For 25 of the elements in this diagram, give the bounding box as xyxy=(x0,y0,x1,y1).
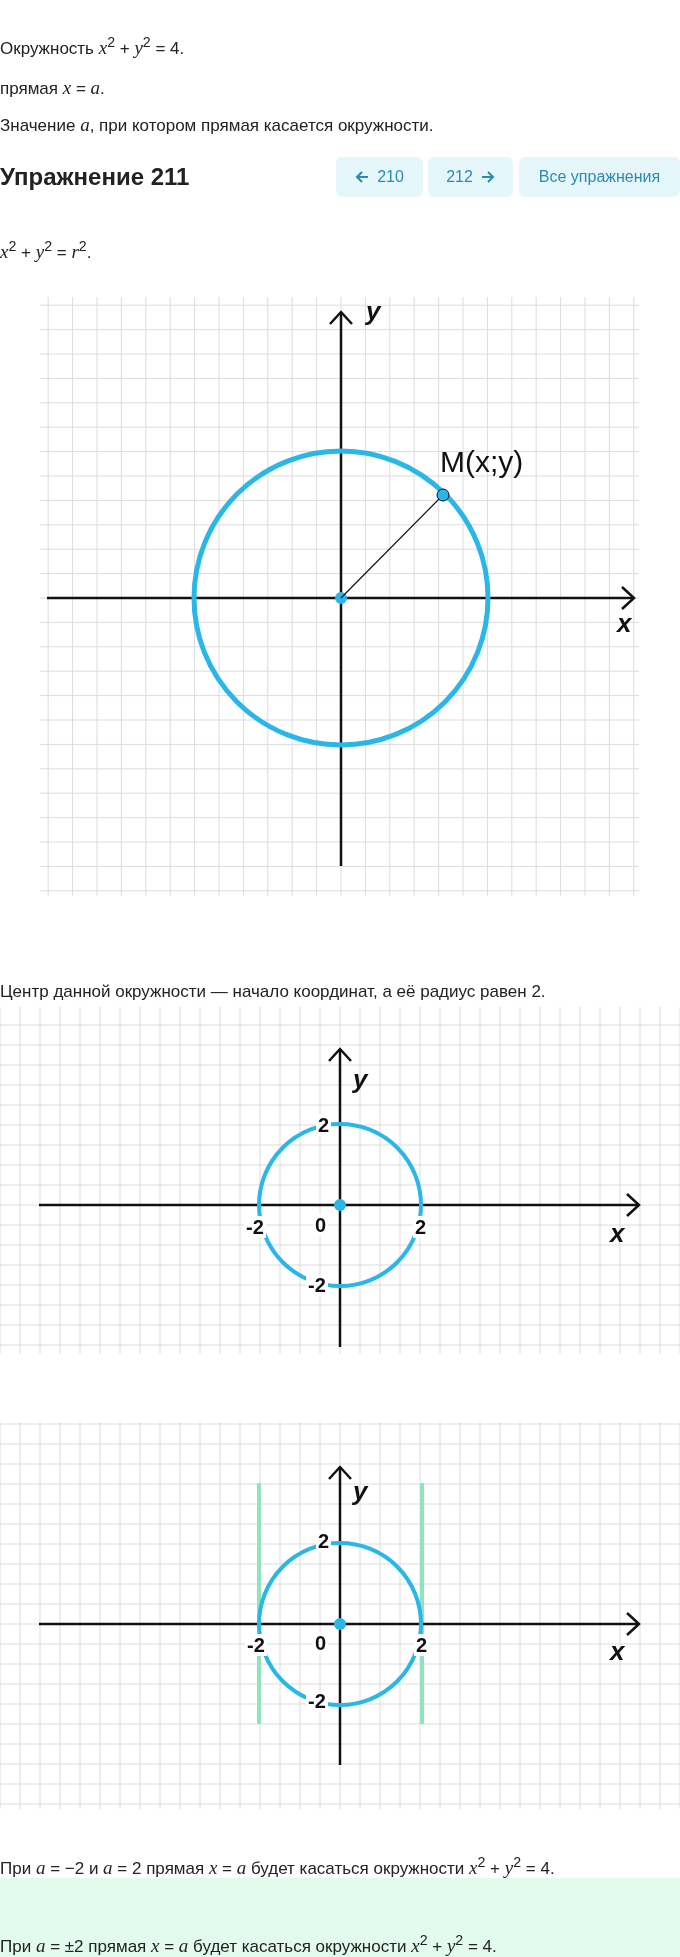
tick-label: 2 xyxy=(316,1530,332,1552)
tick-label: -2 xyxy=(245,1634,267,1656)
tick-label: 2 xyxy=(413,1216,429,1238)
axis-label: x xyxy=(610,1222,625,1244)
tick-label: 2 xyxy=(316,1114,332,1136)
formula-text: x$^{2}$ + y$^{2}$ = r$^{2}$. xyxy=(0,237,92,263)
axis-label: x xyxy=(610,1640,625,1662)
question-text: Значение a, при котором прямая касается окружности. xyxy=(0,115,434,136)
answer-text: При a = −2 и a = 2 прямая x = a будет касаться окружности x$^{2}$ + y$^{2}$ = 4. xyxy=(0,1853,555,1879)
next-button: 212 xyxy=(428,157,513,197)
tick-label: 0 xyxy=(313,1632,329,1654)
tick-label: 0 xyxy=(313,1214,329,1236)
solution-text: Центр данной окружности — начало координат, а её радиус равен 2. xyxy=(0,982,546,1002)
tick-label: -2 xyxy=(244,1216,266,1238)
exercise-heading: Упражнение 211 xyxy=(0,163,190,191)
tick-label: -2 xyxy=(306,1274,328,1296)
tick-label: -2 xyxy=(306,1690,328,1712)
axis-label: x xyxy=(617,612,632,634)
statement-text: прямая x = a. xyxy=(0,78,105,99)
tick-label: 2 xyxy=(414,1634,430,1656)
previous-button: 210 xyxy=(336,157,423,197)
statement-text: Окружность x$^{2}$ + y$^{2}$ = 4. xyxy=(0,33,185,59)
point-label: M(x;y) xyxy=(440,445,524,479)
answer-text: При a = ±2 прямая x = a будет касаться окружности x$^{2}$ + y$^{2}$ = 4. xyxy=(0,1931,497,1957)
exercise-list-button: Все упражнения xyxy=(519,157,680,197)
